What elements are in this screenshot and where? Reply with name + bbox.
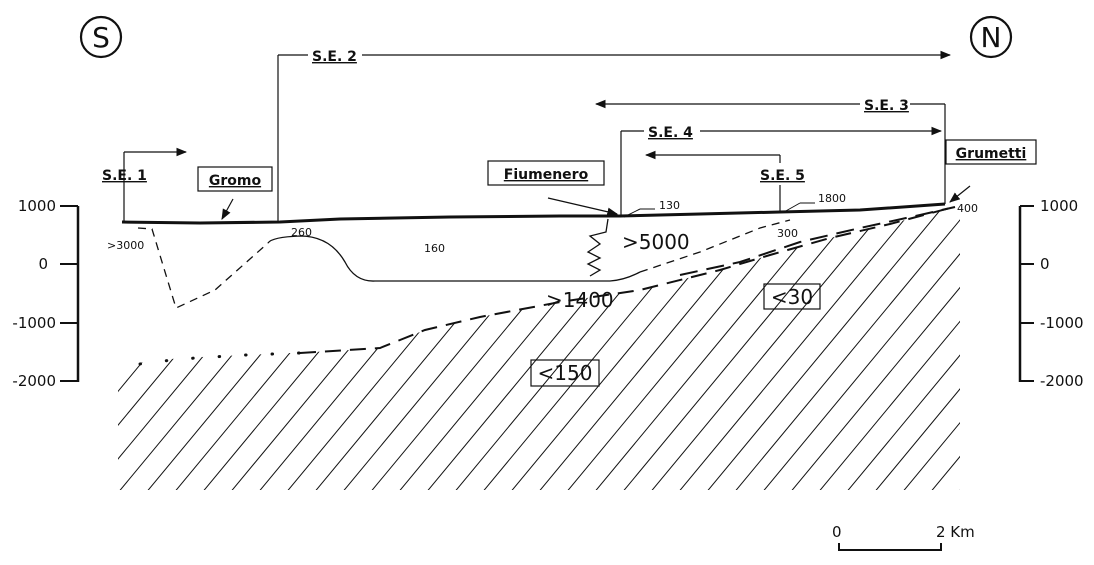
resistivity-v30-box: <30 [763,283,821,310]
resistivity-v300: 300 [777,227,798,240]
hatch-line [363,208,655,490]
hatch-line [503,208,795,490]
section-se5: S.E. 5 [644,150,805,213]
north-compass-label: N [981,21,1002,54]
hatch-line [755,208,960,490]
hatch-line [867,208,960,490]
se3-label: S.E. 3 [864,98,909,114]
locality-grumetti: Grumetti [945,139,1037,203]
hatch-line [167,208,459,490]
gromo-box [197,166,273,192]
scale-bar: 0 2 Km [832,523,975,551]
grumetti-pointer [949,185,971,203]
intermediate-layer-boundary [267,235,641,282]
resistivity-v400: 400 [957,202,978,215]
hatch-line [118,208,319,490]
shallow-layer-boundary [137,227,269,309]
section-se3: S.E. 3 [594,98,946,204]
hatch-line [643,208,935,490]
hatch-line [118,208,347,490]
hatch-line [447,208,739,490]
v30-box [763,283,821,310]
hatch-line [118,208,375,490]
grumetti-label: Grumetti [956,146,1027,162]
se2-label: S.E. 2 [312,49,357,65]
topographic-surface [121,202,946,225]
hatch-line [727,208,960,490]
scale-bar-end-label: 2 Km [936,523,975,541]
left-axis-tick-label: -1000 [12,314,56,332]
hatch-line [391,208,683,490]
hatch-line [671,208,960,490]
hatch-line [839,208,960,490]
resistivity-v160: 160 [424,242,445,255]
v1800-leader [783,202,801,213]
right-axis-tick-label: 1000 [1040,197,1078,215]
gromo-label: Gromo [209,173,262,189]
v130-leader [623,208,641,218]
section-se1: S.E. 1 [102,147,188,222]
right-axis-tick-label: -1000 [1040,314,1084,332]
se1-label: S.E. 1 [102,168,147,184]
resistivity-v150-box: <150 [530,359,600,387]
resistivity-v1400: >1400 [546,288,614,312]
resistivity-v3000: >3000 [107,239,144,252]
hatch-line [139,208,431,490]
hatch-line [895,208,960,490]
left-axis-tick-label: -2000 [12,372,56,390]
dotted-basement-boundary [138,351,302,366]
resistivity-v260: 260 [291,226,312,239]
north-compass-circle [969,15,1013,59]
fiumenero-box [487,160,605,186]
upper-basement-boundary [679,206,956,276]
hatch-line [223,208,515,490]
locality-gromo: Gromo [197,166,273,220]
hatch-line [195,208,487,490]
right-elevation-axis: 1000 0 -1000 -2000 [1018,197,1084,390]
right-axis-tick-label: 0 [1040,255,1050,273]
resistivity-v150: <150 [538,361,593,385]
section-se2: S.E. 2 [277,49,952,222]
left-axis-tick-label: 0 [38,255,48,273]
hatch-line [307,208,599,490]
resistivity-v5000: >5000 [622,230,690,254]
deep-basement-boundary [299,207,951,354]
hatch-line [279,208,571,490]
hatch-line [251,208,543,490]
left-axis-tick-label: 1000 [18,197,56,215]
hatch-line [335,208,627,490]
resistivity-v1800: 1800 [818,192,846,205]
grumetti-box [945,139,1037,165]
se4-label: S.E. 4 [648,125,693,141]
resistivity-v130: 130 [659,199,680,212]
hatch-line [783,208,960,490]
basement-hatch [118,208,960,490]
fiumenero-layer-boundary [639,219,791,273]
locality-fiumenero: Fiumenero [487,160,619,217]
hatch-line [118,208,403,490]
se5-label: S.E. 5 [760,168,805,184]
left-elevation-axis: 1000 0 -1000 -2000 [12,197,80,390]
fiumenero-label: Fiumenero [504,167,589,183]
south-compass-circle [79,15,123,59]
right-axis-tick-label: -2000 [1040,372,1084,390]
gromo-pointer [221,198,234,220]
hatch-line [811,208,960,490]
resistivity-v30: <30 [771,285,813,309]
south-compass-label: S [92,21,110,54]
section-se4: S.E. 4 [620,125,943,216]
fiumenero-pointer [547,197,619,217]
scale-bar-line [838,543,942,551]
north-compass: N [969,15,1013,59]
fault-zigzag [586,218,609,277]
v150-box [530,359,600,387]
south-compass: S [79,15,123,59]
scale-bar-start-label: 0 [832,523,842,541]
